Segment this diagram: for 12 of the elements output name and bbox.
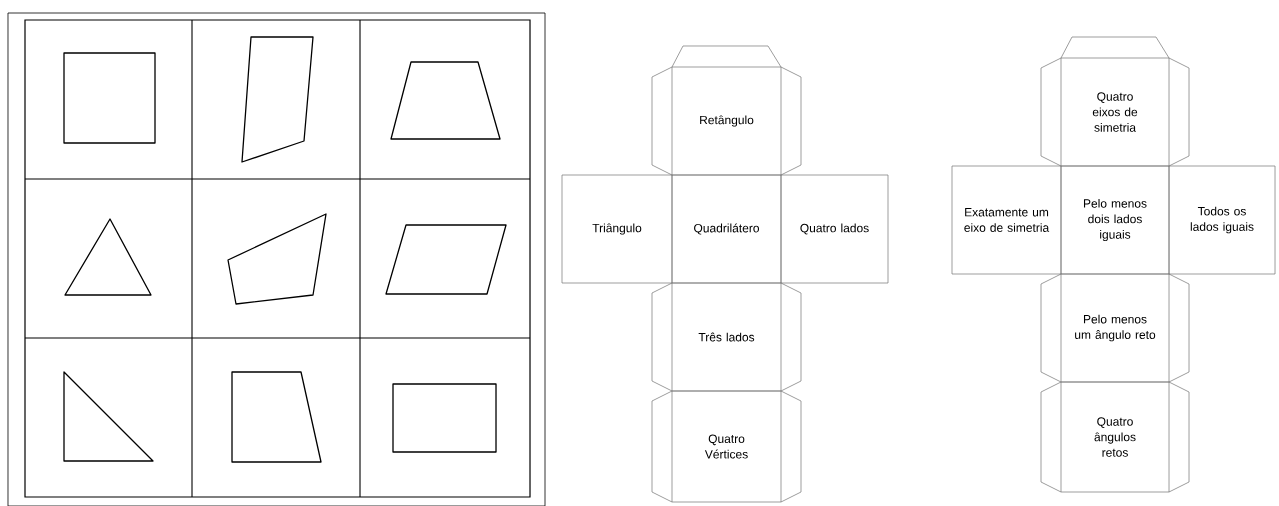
cube-face: Retângulo — [671, 66, 782, 176]
cube-face: Quatro ângulos retos — [1060, 381, 1170, 493]
cube-face: Três lados — [671, 282, 782, 392]
cube-face: Triângulo — [561, 174, 673, 284]
cube-face: Quatro lados — [780, 174, 889, 284]
cube-face: Todos os lados iguais — [1168, 165, 1276, 275]
cube-face: Quatro Vértices — [671, 390, 782, 503]
cube-face: Quatro eixos de simetria — [1060, 57, 1170, 167]
cube-face: Exatamente um eixo de simetria — [951, 165, 1062, 275]
cube-face: Quadrilátero — [671, 174, 782, 284]
cube-face: Pelo menos um ângulo reto — [1060, 273, 1170, 383]
cube-face: Pelo menos dois lados iguais — [1060, 165, 1170, 275]
